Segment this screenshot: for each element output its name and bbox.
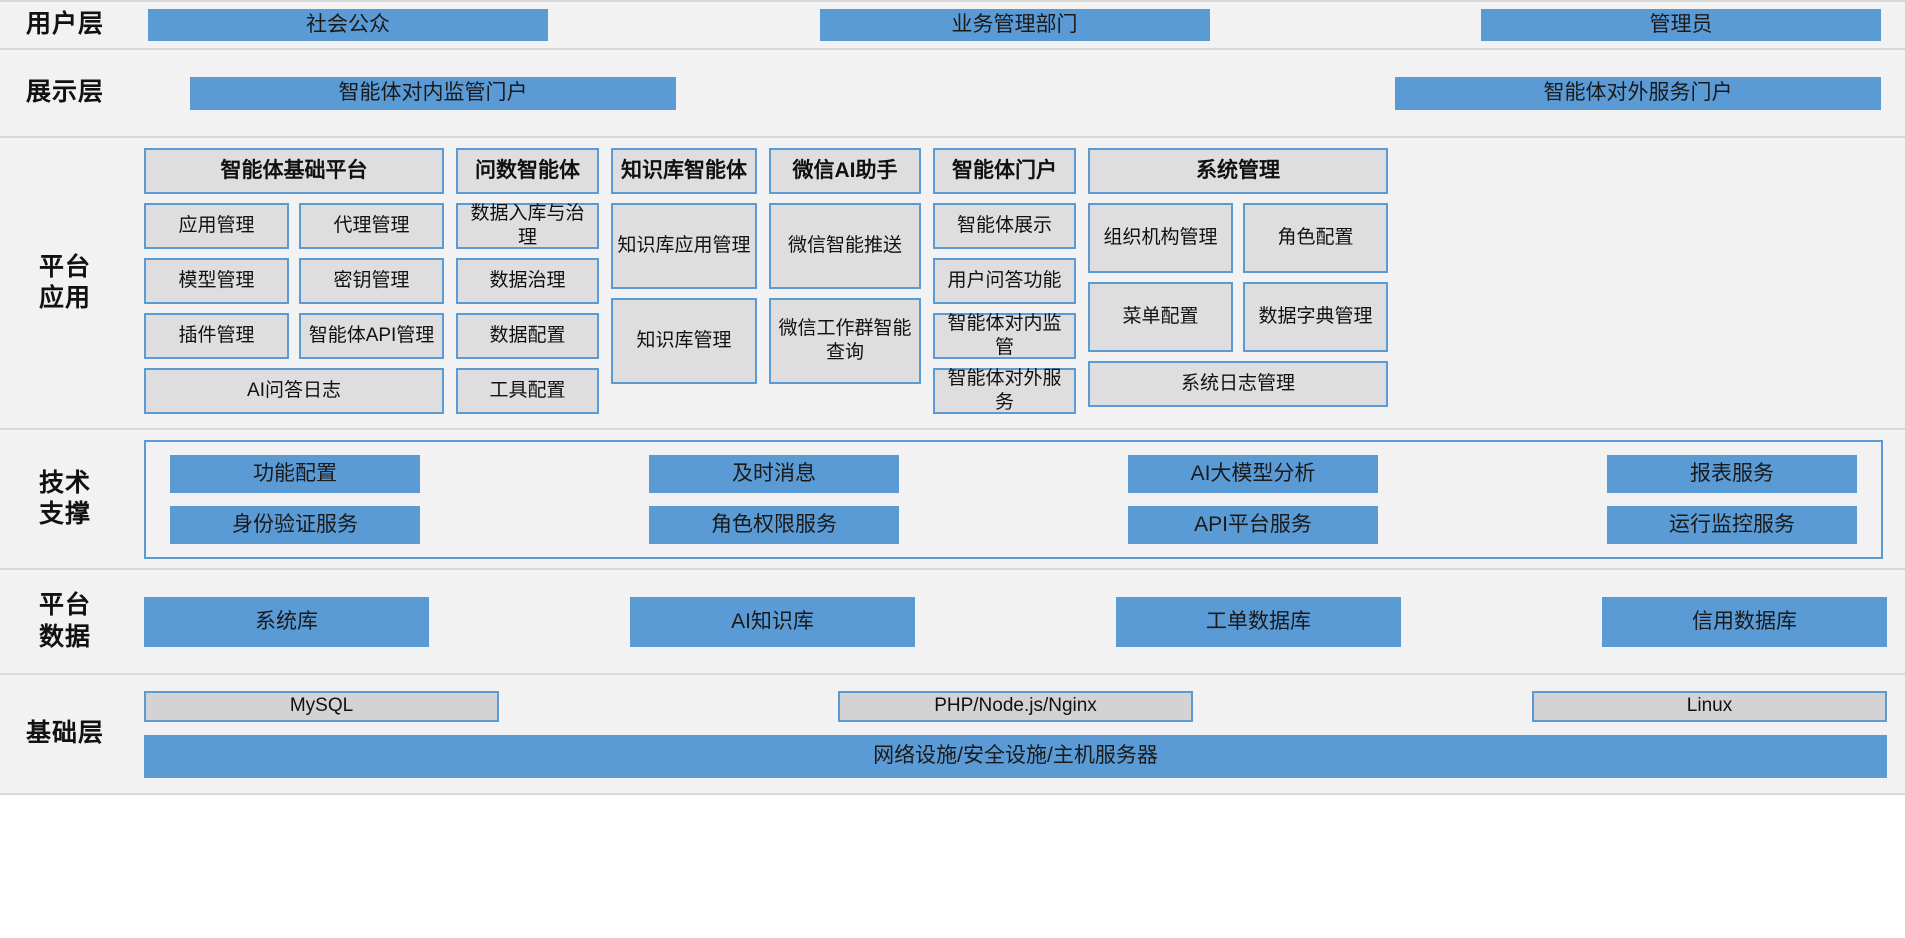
app-item-wechat-group-query[interactable]: 微信工作群智能查询 [769,298,921,384]
app-item-data-config[interactable]: 数据配置 [456,313,599,359]
app-column-agent-base-platform: 智能体基础平台 应用管理 代理管理 模型管理 密钥管理 插件管理 智能体API管… [144,148,444,414]
tech-item-api-platform-service[interactable]: API平台服务 [1128,505,1378,544]
portal-internal-supervision[interactable]: 智能体对内监管门户 [190,76,676,110]
infra-item-linux[interactable]: Linux [1532,690,1887,722]
app-row: 插件管理 智能体API管理 [144,313,444,359]
layer-label-infrastructure: 基础层 [25,719,104,748]
tech-support-row: 身份验证服务 角色权限服务 API平台服务 运行监控服务 [170,505,1857,544]
app-item-system-log-mgmt[interactable]: 系统日志管理 [1088,361,1388,407]
app-column-knowledge-base-agent: 知识库智能体 知识库应用管理 知识库管理 [611,148,757,384]
tech-item-instant-message[interactable]: 及时消息 [649,454,899,493]
user-box-business-dept[interactable]: 业务管理部门 [819,9,1210,41]
app-item-wechat-smart-push[interactable]: 微信智能推送 [769,203,921,289]
tech-support-panel: 功能配置 及时消息 AI大模型分析 报表服务 身份验证服务 角色权限服务 API… [144,439,1883,559]
app-item-menu-config[interactable]: 菜单配置 [1088,282,1233,352]
app-row: 模型管理 密钥管理 [144,258,444,304]
app-item-kb-application-mgmt[interactable]: 知识库应用管理 [611,203,757,289]
app-column-agent-portal: 智能体门户 智能体展示 用户问答功能 智能体对内监管 智能体对外服务 [933,148,1076,414]
app-item-data-governance[interactable]: 数据治理 [456,258,599,304]
infra-item-network-security-host[interactable]: 网络设施/安全设施/主机服务器 [144,734,1887,778]
app-item-agent-mgmt[interactable]: 代理管理 [299,203,444,249]
app-item-model-mgmt[interactable]: 模型管理 [144,258,289,304]
app-column-data-query-agent: 问数智能体 数据入库与治理 数据治理 数据配置 工具配置 [456,148,599,414]
layer-users: 用户层 社会公众 业务管理部门 管理员 [0,0,1905,50]
layer-body-infrastructure: MySQL PHP/Node.js/Nginx Linux 网络设施/安全设施/… [130,675,1905,793]
data-item-ticket-db[interactable]: 工单数据库 [1116,596,1401,647]
app-item-ai-qa-log[interactable]: AI问答日志 [144,368,444,414]
app-column-header[interactable]: 智能体门户 [933,148,1076,194]
layer-infrastructure: 基础层 MySQL PHP/Node.js/Nginx Linux 网络设施/安… [0,675,1905,795]
app-item-plugin-mgmt[interactable]: 插件管理 [144,313,289,359]
infra-item-php-node-nginx[interactable]: PHP/Node.js/Nginx [838,690,1193,722]
app-column-system-management: 系统管理 组织机构管理 角色配置 菜单配置 数据字典管理 系统日志管理 [1088,148,1388,407]
layer-presentation: 展示层 智能体对内监管门户 智能体对外服务门户 [0,50,1905,138]
app-item-agent-external-service[interactable]: 智能体对外服务 [933,368,1076,414]
layer-label-platform-data: 平台 数据 [38,591,91,651]
app-row: 组织机构管理 角色配置 [1088,203,1388,273]
tech-item-role-permission-service[interactable]: 角色权限服务 [649,505,899,544]
app-column-header[interactable]: 系统管理 [1088,148,1388,194]
layer-body-platform-data: 系统库 AI知识库 工单数据库 信用数据库 [130,570,1905,673]
tech-support-row: 功能配置 及时消息 AI大模型分析 报表服务 [170,454,1857,493]
app-item-kb-mgmt[interactable]: 知识库管理 [611,298,757,384]
app-column-header[interactable]: 问数智能体 [456,148,599,194]
layer-tech-support: 技术 支撑 功能配置 及时消息 AI大模型分析 报表服务 身份验证服务 角色权限… [0,430,1905,570]
tech-item-function-config[interactable]: 功能配置 [170,454,420,493]
layer-body-platform-apps: 智能体基础平台 应用管理 代理管理 模型管理 密钥管理 插件管理 智能体API管… [130,138,1905,428]
layer-body-users: 社会公众 业务管理部门 管理员 [130,2,1905,48]
app-item-agent-internal-supervision[interactable]: 智能体对内监管 [933,313,1076,359]
layer-platform-data: 平台 数据 系统库 AI知识库 工单数据库 信用数据库 [0,570,1905,675]
user-box-admin[interactable]: 管理员 [1481,9,1881,41]
app-item-tool-config[interactable]: 工具配置 [456,368,599,414]
app-item-application-mgmt[interactable]: 应用管理 [144,203,289,249]
app-row: 菜单配置 数据字典管理 [1088,282,1388,352]
tech-item-runtime-monitor-service[interactable]: 运行监控服务 [1607,505,1857,544]
app-column-header[interactable]: 知识库智能体 [611,148,757,194]
user-box-public[interactable]: 社会公众 [148,9,548,41]
app-column-wechat-ai-assistant: 微信AI助手 微信智能推送 微信工作群智能查询 [769,148,921,384]
infra-item-mysql[interactable]: MySQL [144,690,499,722]
app-row: 应用管理 代理管理 [144,203,444,249]
tech-item-report-service[interactable]: 报表服务 [1607,454,1857,493]
app-item-role-config[interactable]: 角色配置 [1243,203,1388,273]
data-item-system-db[interactable]: 系统库 [144,596,429,647]
data-item-ai-knowledge-db[interactable]: AI知识库 [630,596,915,647]
layer-label-users: 用户层 [25,10,104,39]
tech-item-ai-llm-analysis[interactable]: AI大模型分析 [1128,454,1378,493]
app-column-header[interactable]: 智能体基础平台 [144,148,444,194]
app-item-agent-api-mgmt[interactable]: 智能体API管理 [299,313,444,359]
infrastructure-stack-row: MySQL PHP/Node.js/Nginx Linux [144,690,1887,722]
data-item-credit-db[interactable]: 信用数据库 [1602,596,1887,647]
app-item-data-dictionary-mgmt[interactable]: 数据字典管理 [1243,282,1388,352]
layer-platform-apps: 平台 应用 智能体基础平台 应用管理 代理管理 模型管理 密钥管理 插件管理 智… [0,138,1905,430]
portal-external-service[interactable]: 智能体对外服务门户 [1395,76,1881,110]
app-item-key-mgmt[interactable]: 密钥管理 [299,258,444,304]
app-item-agent-showcase[interactable]: 智能体展示 [933,203,1076,249]
app-item-org-structure-mgmt[interactable]: 组织机构管理 [1088,203,1233,273]
app-item-user-qa-function[interactable]: 用户问答功能 [933,258,1076,304]
layer-body-presentation: 智能体对内监管门户 智能体对外服务门户 [130,50,1905,136]
tech-item-authentication-service[interactable]: 身份验证服务 [170,505,420,544]
layer-label-tech-support: 技术 支撑 [38,468,91,528]
app-column-header[interactable]: 微信AI助手 [769,148,921,194]
layer-body-tech-support: 功能配置 及时消息 AI大模型分析 报表服务 身份验证服务 角色权限服务 API… [130,430,1905,568]
layer-label-platform-apps: 平台 应用 [38,252,91,312]
layer-label-presentation: 展示层 [25,78,104,107]
app-item-data-ingest-governance[interactable]: 数据入库与治理 [456,203,599,249]
